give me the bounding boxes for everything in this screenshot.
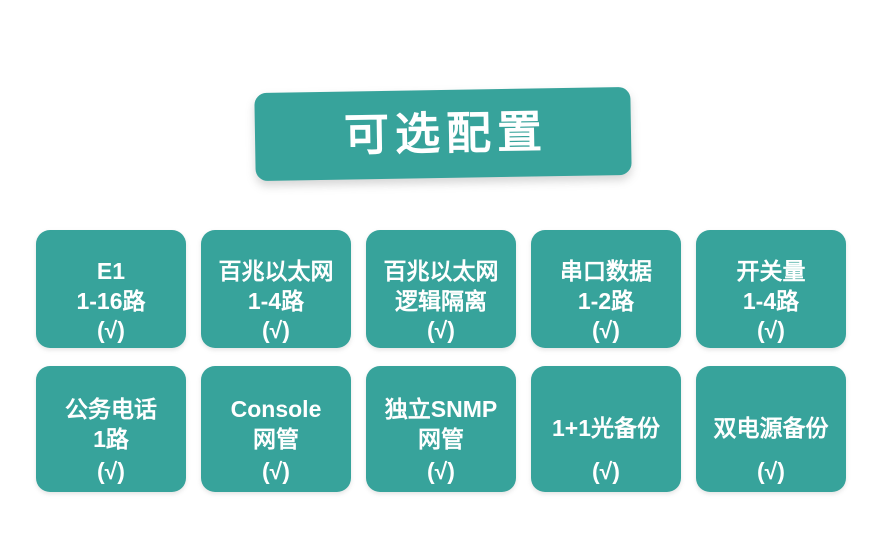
feature-tile-switch-quantity[interactable]: 开关量 1-4路 (√): [696, 230, 846, 348]
feature-tile-fast-ethernet[interactable]: 百兆以太网 1-4路 (√): [201, 230, 351, 348]
feature-tile-label: 公务电话: [65, 396, 157, 422]
feature-tile-label: 1-4路: [247, 288, 305, 314]
feature-tile-serial-data[interactable]: 串口数据 1-2路 (√): [531, 230, 681, 348]
feature-tile-optical-backup[interactable]: 1+1光备份 (√): [531, 366, 681, 492]
checkmark-icon: (√): [757, 458, 785, 484]
feature-tile-label: 百兆以太网: [218, 258, 334, 284]
feature-tile-label: 网管: [418, 426, 464, 452]
feature-tile-service-phone[interactable]: 公务电话 1路 (√): [36, 366, 186, 492]
title-banner-plate: 可选配置: [254, 86, 632, 182]
feature-tile-dual-power-backup[interactable]: 双电源备份 (√): [696, 366, 846, 492]
feature-tile-e1[interactable]: E1 1-16路 (√): [36, 230, 186, 348]
feature-tile-label: 串口数据: [560, 258, 652, 284]
feature-tile-label: 1路: [93, 426, 129, 452]
title-banner: 可选配置: [254, 86, 632, 182]
feature-tile-label: Console: [230, 396, 322, 422]
feature-tile-ethernet-isolation[interactable]: 百兆以太网逻辑隔离 (√): [366, 230, 516, 348]
feature-tile-label: 1-16路: [76, 288, 146, 314]
feature-tile-label: 1-4路: [742, 288, 800, 314]
checkmark-icon: (√): [592, 317, 620, 343]
page-title: 可选配置: [343, 105, 549, 161]
feature-tile-row-1: E1 1-16路 (√) 百兆以太网 1-4路 (√) 百兆以太网逻辑隔离 (√) 串口数据 1-…: [36, 230, 846, 348]
feature-tile-label: E1: [96, 258, 126, 284]
feature-tile-label: 百兆以太网: [383, 258, 499, 284]
checkmark-icon: (√): [592, 458, 620, 484]
feature-tile-label: 1+1光备份: [551, 415, 660, 441]
checkmark-icon: (√): [427, 458, 455, 484]
checkmark-icon: (√): [757, 317, 785, 343]
feature-tile-label: 1-2路: [577, 288, 635, 314]
feature-tile-console-management[interactable]: Console 网管 (√): [201, 366, 351, 492]
feature-tile-label: 独立SNMP: [384, 396, 498, 422]
feature-tile-label: 网管: [253, 426, 299, 452]
checkmark-icon: (√): [97, 317, 125, 343]
checkmark-icon: (√): [427, 317, 455, 343]
feature-tile-row-2: 公务电话 1路 (√) Console 网管 (√) 独立SNMP 网管 (√) 1+1光备份 (√…: [36, 366, 846, 492]
checkmark-icon: (√): [262, 458, 290, 484]
feature-tile-label: 开关量: [736, 258, 806, 284]
feature-tile-snmp-management[interactable]: 独立SNMP 网管 (√): [366, 366, 516, 492]
checkmark-icon: (√): [97, 458, 125, 484]
feature-tile-label: 逻辑隔离: [395, 288, 487, 314]
checkmark-icon: (√): [262, 317, 290, 343]
feature-tile-label: 双电源备份: [713, 415, 829, 441]
